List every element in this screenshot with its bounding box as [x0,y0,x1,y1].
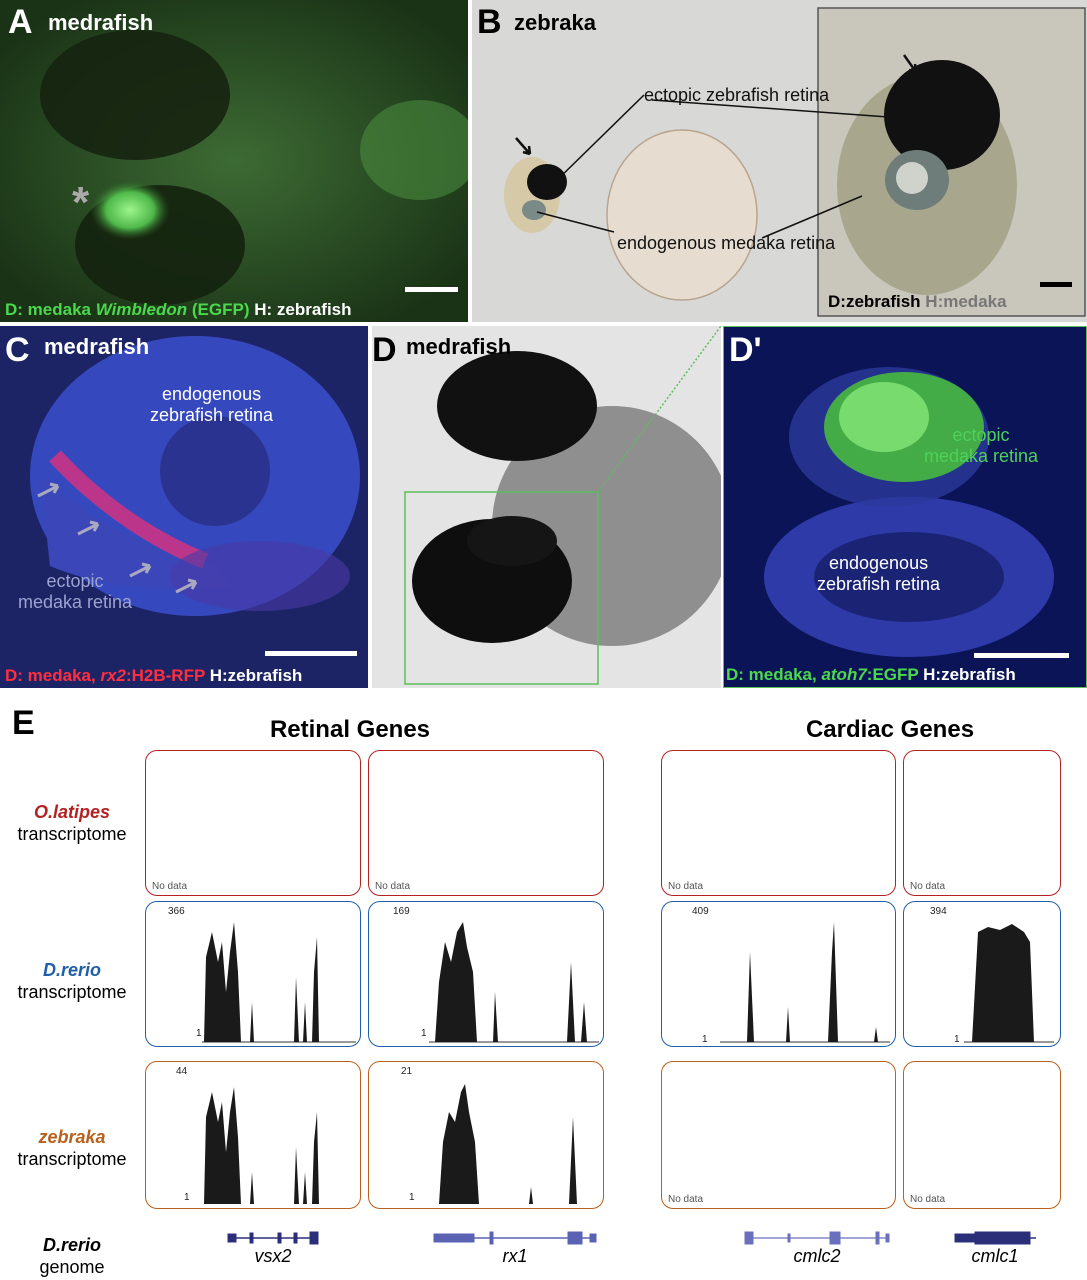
track-zeb-cmlc1: No data [903,1061,1061,1209]
panel-c-label-ectopic: ectopic medaka retina [18,571,133,612]
panel-a-letter: A [8,3,33,41]
track-olat-cmlc2: No data [661,750,896,896]
track-zeb-cmlc2: No data [661,1061,896,1209]
panel-d-image [372,326,721,688]
track-olat-rx1: No data [368,750,604,896]
gene-label-vsx2: vsx2 [254,1246,292,1266]
panel-b-label-ectopic: ectopic zebrafish retina [644,85,830,105]
panel-c: C medrafish endogenous zebrafish retina … [0,326,368,688]
panel-b: B zebraka ectopic zebrafish retina endog… [472,0,1087,322]
track-olat-vsx2: No data [145,750,361,896]
panel-b-scale-bar [1040,282,1072,287]
panel-c-title: medrafish [44,334,150,359]
panel-e-letter: E [12,704,35,742]
panel-b-letter: B [477,3,502,41]
panel-b-label-endogenous: endogenous medaka retina [617,233,836,253]
panel-d-prime-letter: D' [729,331,762,369]
gene-label-rx1: rx1 [502,1246,528,1266]
track-zeb-rx1: 21 1 [368,1061,604,1209]
track-drer-rx1: 169 1 [368,901,604,1047]
panel-b-title: zebraka [514,10,596,35]
coverage-drer-cmlc1 [964,924,1054,1043]
panel-a: A medrafish * D: medaka Wimbledon (EGFP)… [0,0,468,322]
panel-d: D medrafish [372,326,721,688]
panel-a-scale-bar [405,287,458,292]
panel-c-image [0,326,368,688]
panel-a-caption: D: medaka Wimbledon (EGFP) H: zebrafish [5,300,352,319]
track-drer-vsx2: 366 1 [145,901,361,1047]
coverage-drer-cmlc2 [720,922,890,1043]
panel-d-prime-label-endogenous: endogenous zebrafish retina [817,553,941,594]
panel-d-letter: D [372,331,397,369]
gene-label-cmlc1: cmlc1 [971,1246,1019,1266]
panel-b-caption: D:zebrafish H:medaka [828,292,1007,311]
panel-d-prime-image [724,327,1086,687]
panel-b-image [472,0,1087,322]
coverage-zeb-vsx2 [204,1087,319,1204]
coverage-drer-rx1 [429,922,599,1043]
panel-d-prime-caption: D: medaka, atoh7:EGFP H:zebrafish [726,665,1016,684]
group-title-cardiac: Cardiac Genes [805,716,975,743]
panel-a-image [0,0,468,322]
panel-c-label-endogenous: endogenous zebrafish retina [150,384,274,425]
asterisk: * [72,178,90,227]
gene-models [227,1231,1036,1245]
panel-d-title: medrafish [406,334,512,359]
track-zeb-vsx2: 44 1 [145,1061,361,1209]
panel-d-prime-label-ectopic: ectopic medaka retina [924,425,1039,466]
panel-c-scale-bar [265,651,357,656]
coverage-zeb-rx1 [439,1084,577,1204]
panel-c-caption: D: medaka, rx2:H2B-RFP H:zebrafish [5,666,303,685]
gene-label-cmlc2: cmlc2 [793,1246,841,1266]
panel-d-prime: D' ectopic medaka retina endogenous zebr… [723,326,1087,688]
track-olat-cmlc1: No data [903,750,1061,896]
panel-a-title: medrafish [48,10,154,35]
panel-c-letter: C [5,331,30,369]
coverage-drer-vsx2 [202,922,356,1043]
track-drer-cmlc1: 394 1 [903,901,1061,1047]
group-title-retinal: Retinal Genes [269,716,431,743]
track-drer-cmlc2: 409 1 [661,901,896,1047]
panel-d-prime-scale-bar [974,653,1069,658]
panel-c-arrows [37,482,198,594]
